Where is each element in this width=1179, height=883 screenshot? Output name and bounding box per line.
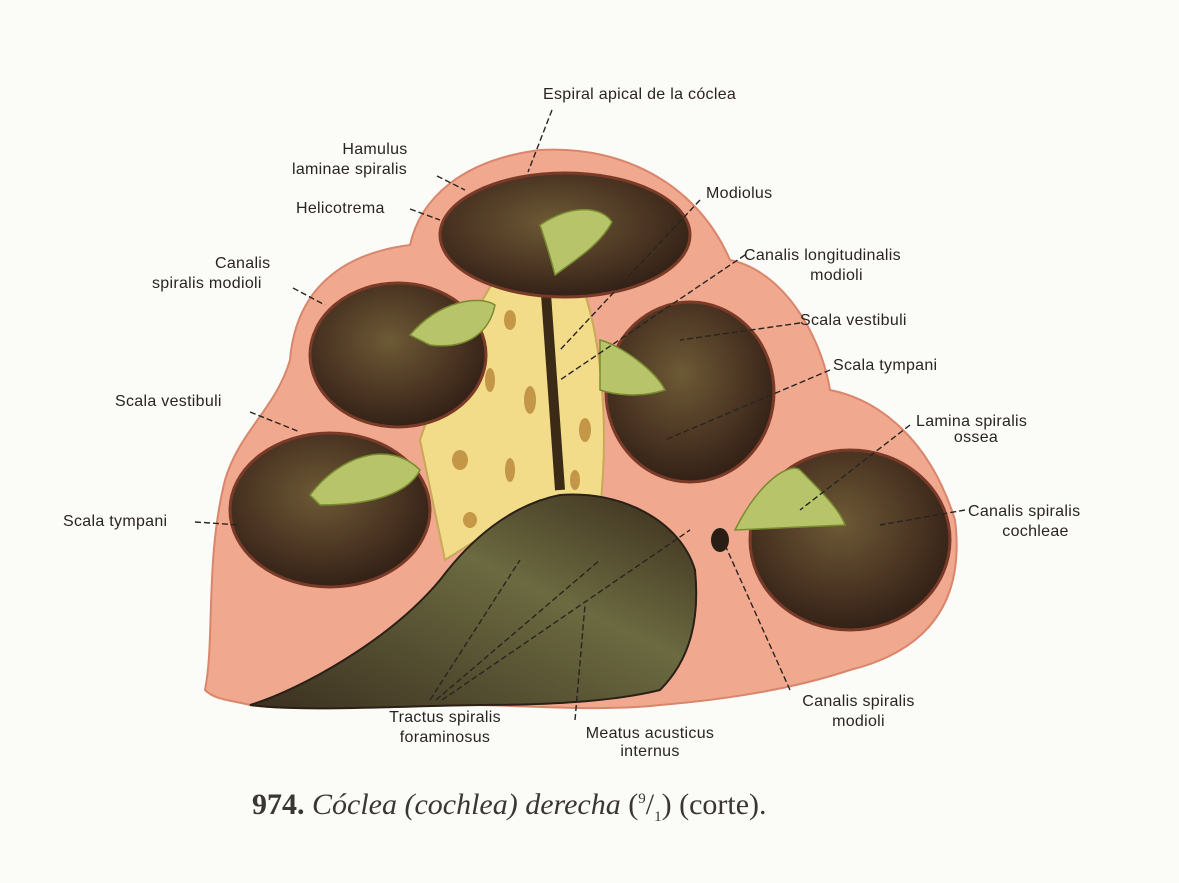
scale-denominator: 1 <box>654 809 662 825</box>
canalis-spiralis-modioli-dot <box>711 528 729 552</box>
label-tractus-line1: Tractus spiralis <box>389 709 501 726</box>
label-hamulus-line1: Hamulus <box>342 141 408 158</box>
figure-title: Cóclea (cochlea) derecha <box>312 788 621 821</box>
label-canalis-spiralis-modioli-top-line2: spiralis modioli <box>152 275 262 292</box>
label-lamina-line1: Lamina spiralis <box>916 413 1028 430</box>
modiolus-pores <box>452 310 591 528</box>
label-scala-vestibuli-left: Scala vestibuli <box>115 393 222 410</box>
label-canalis-longitudinalis-line2: modioli <box>810 267 863 284</box>
label-canalis-cochleae-line2: cochleae <box>1002 523 1069 540</box>
label-canalis-cochleae-line1: Canalis spiralis <box>968 503 1081 520</box>
lamina-spiralis-ossea <box>309 208 847 531</box>
label-meatus-line1: Meatus acusticus <box>585 725 715 742</box>
label-meatus-line2: internus <box>620 743 680 760</box>
label-espiral-apical: Espiral apical de la cóclea <box>543 86 737 103</box>
label-tractus-line2: foraminosus <box>399 729 491 746</box>
scale-numerator: 9 <box>638 791 646 807</box>
leader-lines <box>194 109 966 721</box>
label-hamulus-line2: laminae spiralis <box>292 161 408 178</box>
label-scala-tympani-left: Scala tympani <box>63 513 168 530</box>
label-scala-tympani-right: Scala tympani <box>833 357 938 374</box>
meatus-acusticus-internus <box>249 493 698 710</box>
canalis-longitudinalis-modioli <box>540 279 565 491</box>
label-helicotrema: Helicotrema <box>296 200 385 217</box>
label-lamina-line2: ossea <box>953 429 999 446</box>
label-scala-vestibuli-right: Scala vestibuli <box>800 312 907 329</box>
basal-turn-left <box>228 431 432 589</box>
label-modiolus: Modiolus <box>706 185 773 202</box>
figure-caption: 974. Cóclea (cochlea) derecha (9/1) (cor… <box>252 788 767 825</box>
label-canalis-modioli-bottom-line1: Canalis spiralis <box>802 693 915 710</box>
label-canalis-longitudinalis-line1: Canalis longitudinalis <box>744 247 901 264</box>
label-canalis-modioli-bottom-line2: modioli <box>832 713 885 730</box>
label-canalis-spiralis-modioli-top-line1: Canalis <box>215 255 271 272</box>
figure-number: 974. <box>252 788 305 821</box>
figure-note: (corte). <box>679 788 767 821</box>
